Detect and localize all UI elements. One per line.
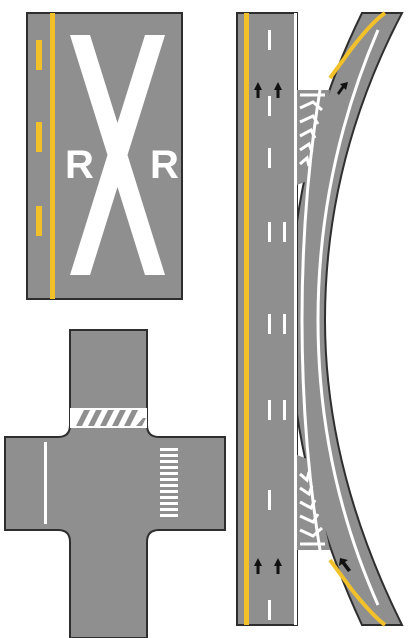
ramp-yellow-bottom	[328, 558, 387, 627]
ramp-yellow-top	[328, 11, 387, 80]
lane-direction-arrow-icon	[337, 82, 348, 95]
lane-direction-arrows-top	[254, 82, 348, 98]
gore-chevrons-top	[299, 93, 325, 167]
lane-direction-arrow-icon	[339, 558, 351, 572]
ramp-outer-edge	[316, 29, 380, 606]
lane-direction-arrow-icon	[254, 558, 262, 574]
mainline-edge-white	[294, 13, 297, 625]
railroad-crossing-panel: R R	[26, 12, 183, 300]
mainline-yellow-edge	[244, 13, 249, 625]
intersection-stop-line	[44, 442, 47, 524]
gore-chevrons-bottom	[299, 471, 325, 546]
rr-letter-left: R	[65, 143, 94, 187]
freeway-panel	[236, 11, 404, 627]
rr-yellow-dashed-line	[36, 40, 42, 236]
intersection-panel	[4, 329, 226, 638]
crosswalk-hatched	[70, 408, 147, 428]
railroad-crossing-x-icon	[70, 35, 165, 275]
rr-yellow-solid-line	[50, 13, 55, 299]
crosswalk-ladder	[160, 448, 178, 517]
lane-direction-arrow-icon	[274, 558, 282, 574]
mainline-lane-dashes	[268, 30, 286, 620]
lane-direction-arrow-icon	[254, 82, 262, 98]
lane-direction-arrows-bottom	[254, 558, 351, 574]
rr-letter-right: R	[150, 143, 179, 187]
intersection-pavement	[4, 329, 226, 638]
lane-direction-arrow-icon	[274, 82, 282, 98]
ramp-inner-edge	[300, 89, 322, 551]
